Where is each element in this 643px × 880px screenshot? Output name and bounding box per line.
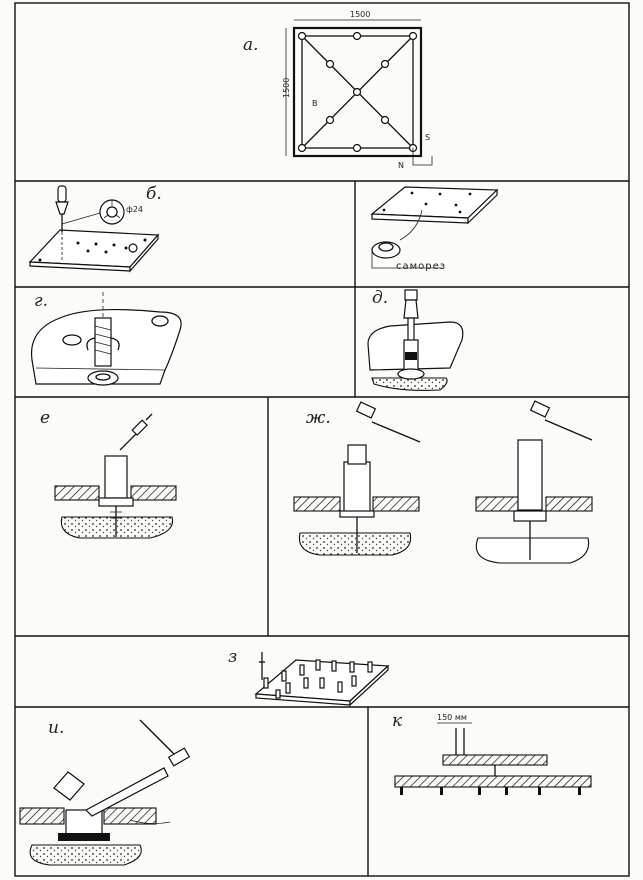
block-icon <box>53 771 85 801</box>
height-dimension: 1500 <box>282 78 291 98</box>
sleeve <box>104 455 128 499</box>
mark-b: В <box>312 99 318 108</box>
panel-e-label: е <box>40 408 50 428</box>
offset-dimension: 150 мм <box>437 713 467 722</box>
panel-z-label: з <box>228 647 237 667</box>
panel-z: з <box>228 647 390 707</box>
screw-caption: саморез <box>396 261 446 272</box>
hammer-icon <box>355 401 421 443</box>
hole-diameter: ф24 <box>126 205 143 214</box>
slab-plan-outer <box>292 26 423 158</box>
panel-a: а. 1500 1500 В S N <box>243 10 433 170</box>
panel-b: б. ф24 <box>28 184 162 273</box>
lever-icon <box>85 767 169 817</box>
panel-d-label: д. <box>372 288 388 308</box>
panel-b-label: б. <box>146 184 162 204</box>
mark-n: N <box>398 161 404 170</box>
panel-grid <box>14 2 630 877</box>
hammer-icon <box>139 719 191 767</box>
panel-a-label: а. <box>243 35 259 55</box>
panel-d: д. <box>367 288 464 391</box>
panel-g-label: г. <box>34 291 48 311</box>
panel-zh-label: ж. <box>306 408 331 428</box>
panel-zh: ж. <box>293 400 593 564</box>
screw-icon <box>371 241 401 259</box>
base-block <box>60 516 174 539</box>
syringe-icon <box>119 413 153 451</box>
panel-k-label: к <box>392 711 403 731</box>
anchor-icon <box>86 317 120 386</box>
base-beam <box>394 775 592 788</box>
anchor-holes <box>297 31 418 153</box>
panel-i: и. <box>19 718 191 866</box>
anchor-icon <box>397 339 425 380</box>
panel-v: в. саморез <box>370 184 499 272</box>
panel-k: к 150 мм <box>392 711 592 795</box>
mark-s: S <box>425 133 430 142</box>
sleeve <box>517 439 543 511</box>
sleeve <box>343 461 371 515</box>
width-dimension: 1500 <box>350 10 370 19</box>
hammer-icon <box>529 400 593 441</box>
panel-g: г. <box>30 291 182 386</box>
panel-i-label: и. <box>48 718 64 738</box>
panel-e: е <box>40 408 177 539</box>
drill-icon <box>55 185 69 262</box>
template-plate <box>442 754 548 766</box>
